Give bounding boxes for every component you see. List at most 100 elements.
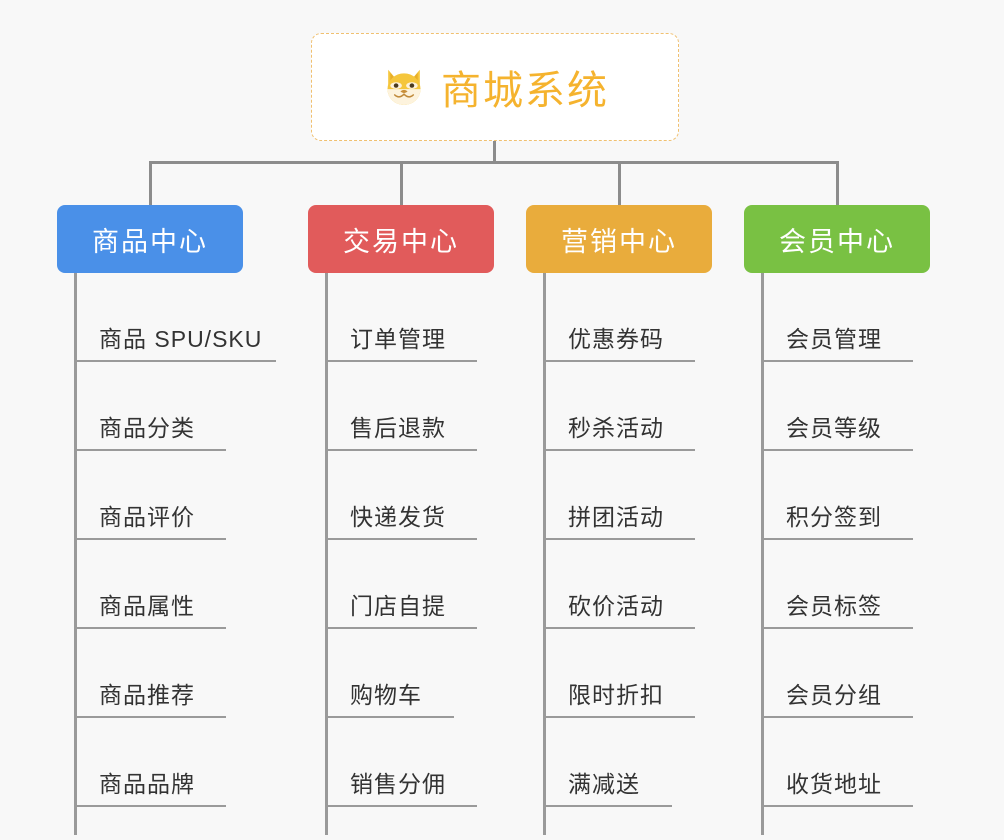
leaf-label: 秒杀活动	[568, 415, 664, 441]
leaf-item[interactable]: 售后退款	[308, 362, 528, 451]
leaf-item[interactable]: 收货地址	[744, 718, 964, 807]
leaf-label: 会员分组	[786, 682, 882, 708]
category-label: 会员中心	[779, 226, 895, 257]
connector-drop-4	[836, 161, 839, 207]
leaf-item[interactable]: 拼团活动	[526, 451, 746, 540]
leaf-item[interactable]: 限时折扣	[526, 629, 746, 718]
leaf-underline	[74, 716, 226, 718]
leaf-label: 商品品牌	[99, 771, 195, 797]
leaf-item[interactable]: 砍价活动	[526, 540, 746, 629]
root-title: 商城系统	[441, 69, 609, 113]
leaf-item[interactable]: 订单管理	[308, 273, 528, 362]
leaf-item[interactable]: 门店自提	[308, 540, 528, 629]
connector-horizontal-bus	[149, 161, 839, 164]
leaf-item[interactable]: 购物车	[308, 629, 528, 718]
leaf-underline	[543, 538, 695, 540]
connector-drop-2	[400, 161, 403, 207]
leaf-item[interactable]: 商品品牌	[57, 718, 307, 807]
leaf-list-member: 会员管理 会员等级 积分签到 会员标签 会员分组 收货地址	[744, 273, 964, 807]
leaf-item[interactable]: 商品推荐	[57, 629, 307, 718]
leaf-item[interactable]: 商品评价	[57, 451, 307, 540]
leaf-list-marketing: 优惠券码 秒杀活动 拼团活动 砍价活动 限时折扣 满减送	[526, 273, 746, 807]
leaf-label: 商品分类	[99, 415, 195, 441]
leaf-underline	[74, 360, 276, 362]
leaf-item[interactable]: 商品属性	[57, 540, 307, 629]
leaf-rail	[74, 273, 77, 835]
category-label: 营销中心	[561, 226, 677, 257]
leaf-item[interactable]: 会员分组	[744, 629, 964, 718]
leaf-underline	[543, 360, 695, 362]
leaf-item[interactable]: 满减送	[526, 718, 746, 807]
branch-column-product: 商品中心 商品 SPU/SKU 商品分类 商品评价 商品属性 商品推荐	[57, 205, 307, 835]
leaf-underline	[325, 449, 477, 451]
category-box-marketing[interactable]: 营销中心	[526, 205, 712, 273]
connector-root-stem	[493, 141, 496, 164]
category-box-trade[interactable]: 交易中心	[308, 205, 494, 273]
shiba-dog-face-icon	[381, 64, 427, 110]
connector-drop-1	[149, 161, 152, 207]
leaf-underline	[325, 716, 454, 718]
leaf-underline	[325, 360, 477, 362]
leaf-underline	[761, 627, 913, 629]
leaf-rail	[761, 273, 764, 835]
leaf-item[interactable]: 快递发货	[308, 451, 528, 540]
leaf-rail	[325, 273, 328, 835]
leaf-label: 购物车	[350, 682, 422, 708]
leaf-label: 砍价活动	[568, 593, 664, 619]
leaf-label: 快递发货	[350, 504, 446, 530]
branch-column-trade: 交易中心 订单管理 售后退款 快递发货 门店自提 购物车	[308, 205, 528, 835]
leaf-underline	[761, 805, 913, 807]
leaf-item[interactable]: 积分签到	[744, 451, 964, 540]
leaf-item[interactable]: 会员等级	[744, 362, 964, 451]
leaf-underline	[74, 449, 226, 451]
leaf-item[interactable]: 商品分类	[57, 362, 307, 451]
category-box-member[interactable]: 会员中心	[744, 205, 930, 273]
leaf-underline	[325, 538, 477, 540]
leaf-label: 商品 SPU/SKU	[99, 326, 263, 352]
category-label: 商品中心	[92, 226, 208, 257]
leaf-item[interactable]: 销售分佣	[308, 718, 528, 807]
category-label: 交易中心	[343, 226, 459, 257]
leaf-label: 会员等级	[786, 415, 882, 441]
leaf-underline	[74, 627, 226, 629]
leaf-underline	[761, 360, 913, 362]
branch-column-member: 会员中心 会员管理 会员等级 积分签到 会员标签 会员分组	[744, 205, 964, 835]
root-node[interactable]: 商城系统	[311, 33, 679, 141]
leaf-underline	[543, 805, 672, 807]
leaf-underline	[761, 449, 913, 451]
leaf-item[interactable]: 秒杀活动	[526, 362, 746, 451]
leaf-item[interactable]: 优惠券码	[526, 273, 746, 362]
leaf-label: 商品评价	[99, 504, 195, 530]
leaf-label: 积分签到	[786, 504, 882, 530]
leaf-rail	[543, 273, 546, 835]
leaf-label: 商品推荐	[99, 682, 195, 708]
leaf-underline	[74, 538, 226, 540]
leaf-label: 会员管理	[786, 326, 882, 352]
leaf-label: 优惠券码	[568, 326, 664, 352]
leaf-list-product: 商品 SPU/SKU 商品分类 商品评价 商品属性 商品推荐 商品品牌	[57, 273, 307, 807]
leaf-underline	[543, 716, 695, 718]
leaf-label: 拼团活动	[568, 504, 664, 530]
leaf-label: 订单管理	[350, 326, 446, 352]
leaf-underline	[325, 627, 477, 629]
leaf-underline	[543, 449, 695, 451]
leaf-label: 会员标签	[786, 593, 882, 619]
leaf-label: 售后退款	[350, 415, 446, 441]
leaf-list-trade: 订单管理 售后退款 快递发货 门店自提 购物车 销售分佣	[308, 273, 528, 807]
leaf-item[interactable]: 会员管理	[744, 273, 964, 362]
leaf-underline	[325, 805, 477, 807]
branch-column-marketing: 营销中心 优惠券码 秒杀活动 拼团活动 砍价活动 限时折扣	[526, 205, 746, 835]
leaf-label: 限时折扣	[568, 682, 664, 708]
leaf-item[interactable]: 会员标签	[744, 540, 964, 629]
leaf-item[interactable]: 商品 SPU/SKU	[57, 273, 307, 362]
leaf-label: 门店自提	[350, 593, 446, 619]
leaf-label: 满减送	[568, 771, 640, 797]
connector-drop-3	[618, 161, 621, 207]
leaf-label: 销售分佣	[350, 771, 446, 797]
leaf-underline	[74, 805, 226, 807]
category-box-product[interactable]: 商品中心	[57, 205, 243, 273]
leaf-underline	[761, 716, 913, 718]
leaf-underline	[761, 538, 913, 540]
leaf-label: 收货地址	[786, 771, 882, 797]
